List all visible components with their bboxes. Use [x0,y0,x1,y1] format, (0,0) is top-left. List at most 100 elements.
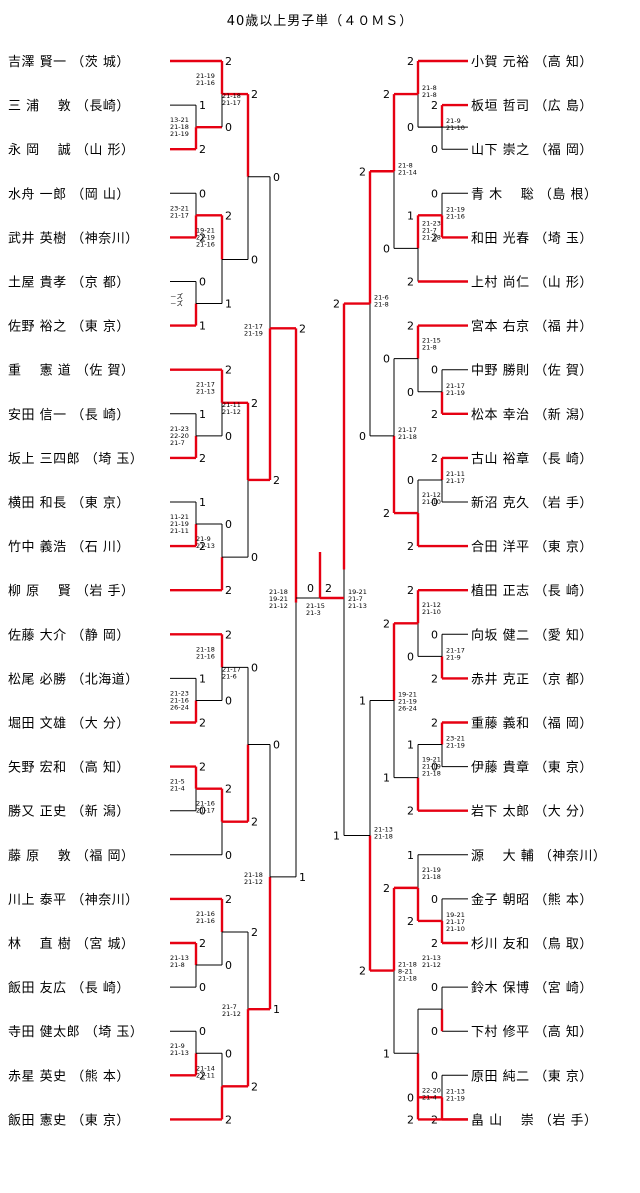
game-scores: 21-5 [170,778,185,786]
match-score: 1 [199,408,206,421]
final-score-left: 0 [307,582,314,595]
game-scores: 21-4 [170,785,185,793]
final-game-scores: 21-15 [306,602,325,610]
left-player-name: 松尾 必勝 （北海道） [8,672,139,687]
game-scores: 21-13 [196,542,215,550]
game-scores: 21-10 [422,608,441,616]
right-player-name: 重藤 義和 （福 岡） [471,716,593,732]
match-score: 2 [251,88,258,101]
match-score: 2 [407,540,414,553]
game-scores: 21-17 [170,211,189,219]
left-player-name: 飯田 憲史 （東 京） [8,1112,130,1128]
game-scores: 21-7 [348,595,363,603]
game-scores: 19-21 [446,911,465,919]
game-scores: 21-10 [446,925,465,933]
game-scores: 21-4 [422,1093,437,1101]
game-scores: 21-17 [196,381,215,389]
match-score: 2 [251,926,258,939]
match-score: 0 [225,1047,232,1060]
game-scores: 21-12 [222,1010,241,1018]
game-scores: 21-12 [422,961,441,969]
left-player-name: 吉澤 賢一 （茨 城） [8,55,130,70]
game-scores: 21-8 [422,91,437,99]
game-scores: 21-11 [170,527,189,535]
game-scores: 21-16 [196,917,215,925]
left-player-name: 堀田 文雄 （大 分） [8,717,130,732]
game-scores: 21-17 [446,918,465,926]
left-player-name: 佐藤 大介 （静 岡） [8,628,130,643]
final-score-right: 2 [325,582,332,595]
game-scores: 21-18 [269,588,288,596]
game-scores: 21-18 [374,833,393,841]
match-score: 2 [199,1069,206,1082]
match-score: 2 [225,364,232,377]
match-score: 0 [407,386,414,399]
game-scores: 21-18 [398,975,417,983]
game-scores: 21-18 [196,645,215,653]
game-scores: 21-6 [374,294,389,302]
game-scores: 21-14 [398,168,417,176]
right-player-name: 杉川 友和 （鳥 取） [471,936,593,952]
match-score: 0 [383,242,390,255]
game-scores: 21-9 [170,1042,185,1050]
game-scores: 21-17 [222,99,241,107]
match-score: 1 [333,830,340,843]
left-player-name: 永 岡 誠 （山 形） [8,143,135,158]
game-scores: 21-8 [374,301,389,309]
match-score: 0 [225,121,232,134]
match-score: 0 [431,364,438,377]
game-scores: 21-15 [422,337,441,345]
match-score: 1 [273,1003,280,1016]
match-score: 0 [359,430,366,443]
left-player-name: 武井 英樹 （神奈川） [8,231,139,246]
match-score: 2 [333,298,340,311]
left-player-name: 水舟 一郎 （岡 山） [8,187,130,202]
left-player-name: 林 直 樹 （宮 城） [8,936,135,952]
right-player-name: 板垣 哲司 （広 島） [471,99,593,114]
left-player-name: 三 浦 敦 （長崎） [8,98,130,114]
match-score: 0 [251,551,258,564]
game-scores: 21-19 [446,205,465,213]
game-scores: 21-13 [170,954,189,962]
match-score: 2 [431,231,438,244]
game-scores: 22-20 [170,432,189,440]
game-scores: 21-8 [398,161,413,169]
right-player-name: 源 大 輔 （神奈川） [471,849,606,864]
game-scores: 21-19 [422,763,441,771]
game-scores: 21-18 [398,433,417,441]
left-player-name: 川上 泰平 （神奈川） [8,893,139,908]
left-player-name: 勝又 正史 （新 潟） [8,804,130,820]
game-scores: 21-12 [269,602,288,610]
game-scores: 21-17 [196,807,215,815]
match-score: 2 [225,628,232,641]
right-player-name: 和田 光春 （埼 玉） [471,231,593,246]
match-score: 0 [431,1025,438,1038]
game-scores: 21-9 [196,535,211,543]
match-score: 2 [407,320,414,333]
game-scores: 21-17 [446,646,465,654]
match-score: 0 [431,628,438,641]
match-score: 2 [199,540,206,553]
left-player-name: 安田 信一 （長 崎） [8,408,130,423]
game-scores: 21-18 [398,961,417,969]
game-scores: 21-13 [170,1049,189,1057]
match-score: 1 [199,496,206,509]
match-score: 0 [199,805,206,818]
right-player-name: 山下 崇之 （福 岡） [471,143,593,158]
game-scores: 19-21 [422,756,441,764]
right-player-name: 伊藤 貴章 （東 京） [471,760,593,776]
game-scores: 21-19 [422,866,441,874]
right-player-name: 中野 勝則 （佐 賀） [471,364,593,379]
right-player-name: 下村 修平 （高 知） [471,1024,593,1040]
left-player-name: 寺田 健太郎 （埼 玉） [8,1025,143,1040]
game-scores: 21-23 [422,219,441,227]
game-scores: 21-19 [170,520,189,528]
game-scores: －ズ [170,292,184,301]
game-scores: 11-21 [170,513,189,521]
game-scores: 21-11 [196,1071,215,1079]
game-scores: 19-21 [348,588,367,596]
match-score: 2 [407,805,414,818]
game-scores: 21-9 [446,117,461,125]
match-score: 0 [199,981,206,994]
match-score: 2 [225,783,232,796]
